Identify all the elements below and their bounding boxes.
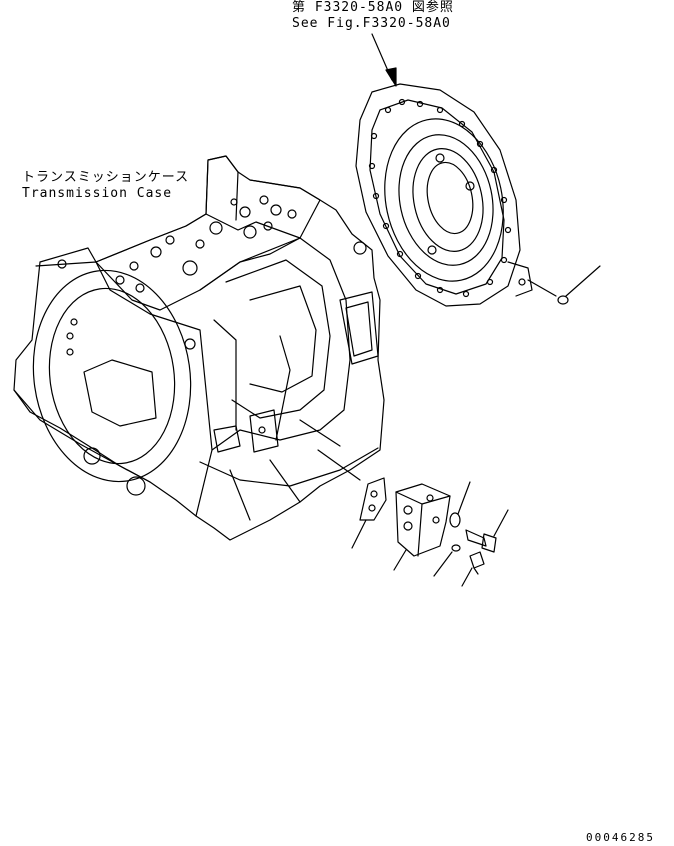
transmission-case-label-jp: トランスミッションケース bbox=[22, 170, 190, 185]
o-ring-part bbox=[434, 545, 460, 576]
bolt-part bbox=[466, 510, 508, 552]
gasket-part bbox=[352, 478, 386, 548]
transmission-case bbox=[14, 156, 384, 540]
reference-label-jp: 第 F3320-58A0 図参照 bbox=[292, 0, 454, 15]
valve-block-part bbox=[394, 484, 450, 570]
screw-part bbox=[528, 266, 600, 304]
transmission-case-label-en: Transmission Case bbox=[22, 186, 173, 201]
flange-cover bbox=[356, 84, 532, 306]
plug-part bbox=[462, 552, 484, 586]
document-number: 00046285 bbox=[586, 831, 655, 844]
washer-part bbox=[450, 482, 470, 527]
reference-arrow bbox=[372, 34, 396, 86]
reference-label-en: See Fig.F3320-58A0 bbox=[292, 16, 451, 31]
